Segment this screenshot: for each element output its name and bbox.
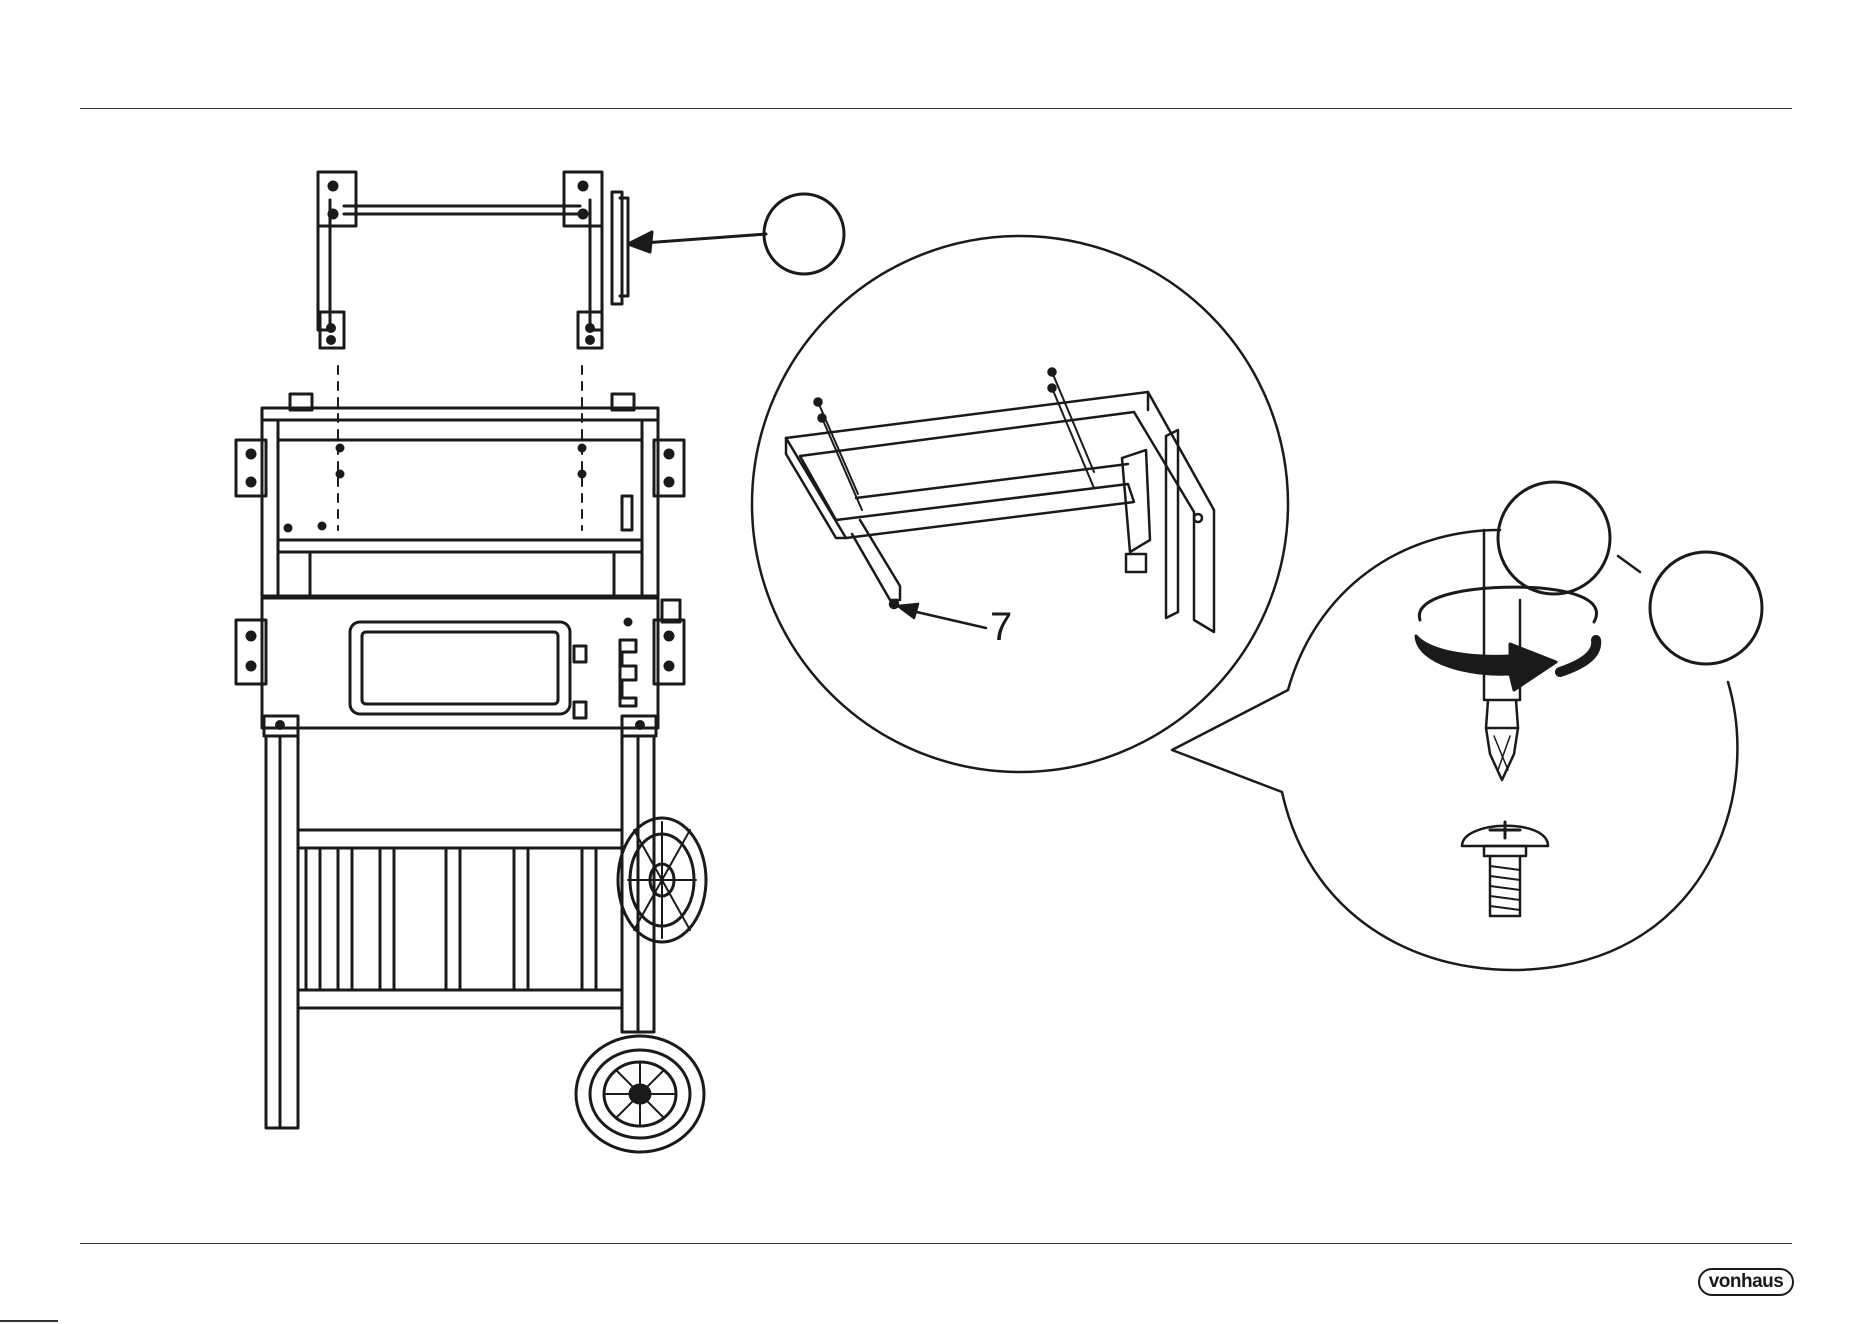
step-callout-circle (764, 194, 844, 274)
rotation-arrow-icon (1416, 587, 1597, 690)
rear-wheel (618, 818, 706, 942)
alignment-guides (338, 366, 582, 530)
footer-bar (0, 1320, 58, 1322)
brand-logo: vonhaus (1698, 1268, 1794, 1296)
part-number-label: 7 (990, 605, 1012, 649)
screw-icon (1462, 822, 1548, 916)
tool-callout-circle (1498, 482, 1610, 594)
quantity-callout-circle (1650, 552, 1762, 664)
front-wheel (576, 1036, 704, 1152)
detail-magnifier (752, 236, 1288, 772)
detail-frame-drawing (786, 369, 1214, 633)
bracket-part (318, 172, 628, 348)
cart-frame (236, 394, 684, 1128)
